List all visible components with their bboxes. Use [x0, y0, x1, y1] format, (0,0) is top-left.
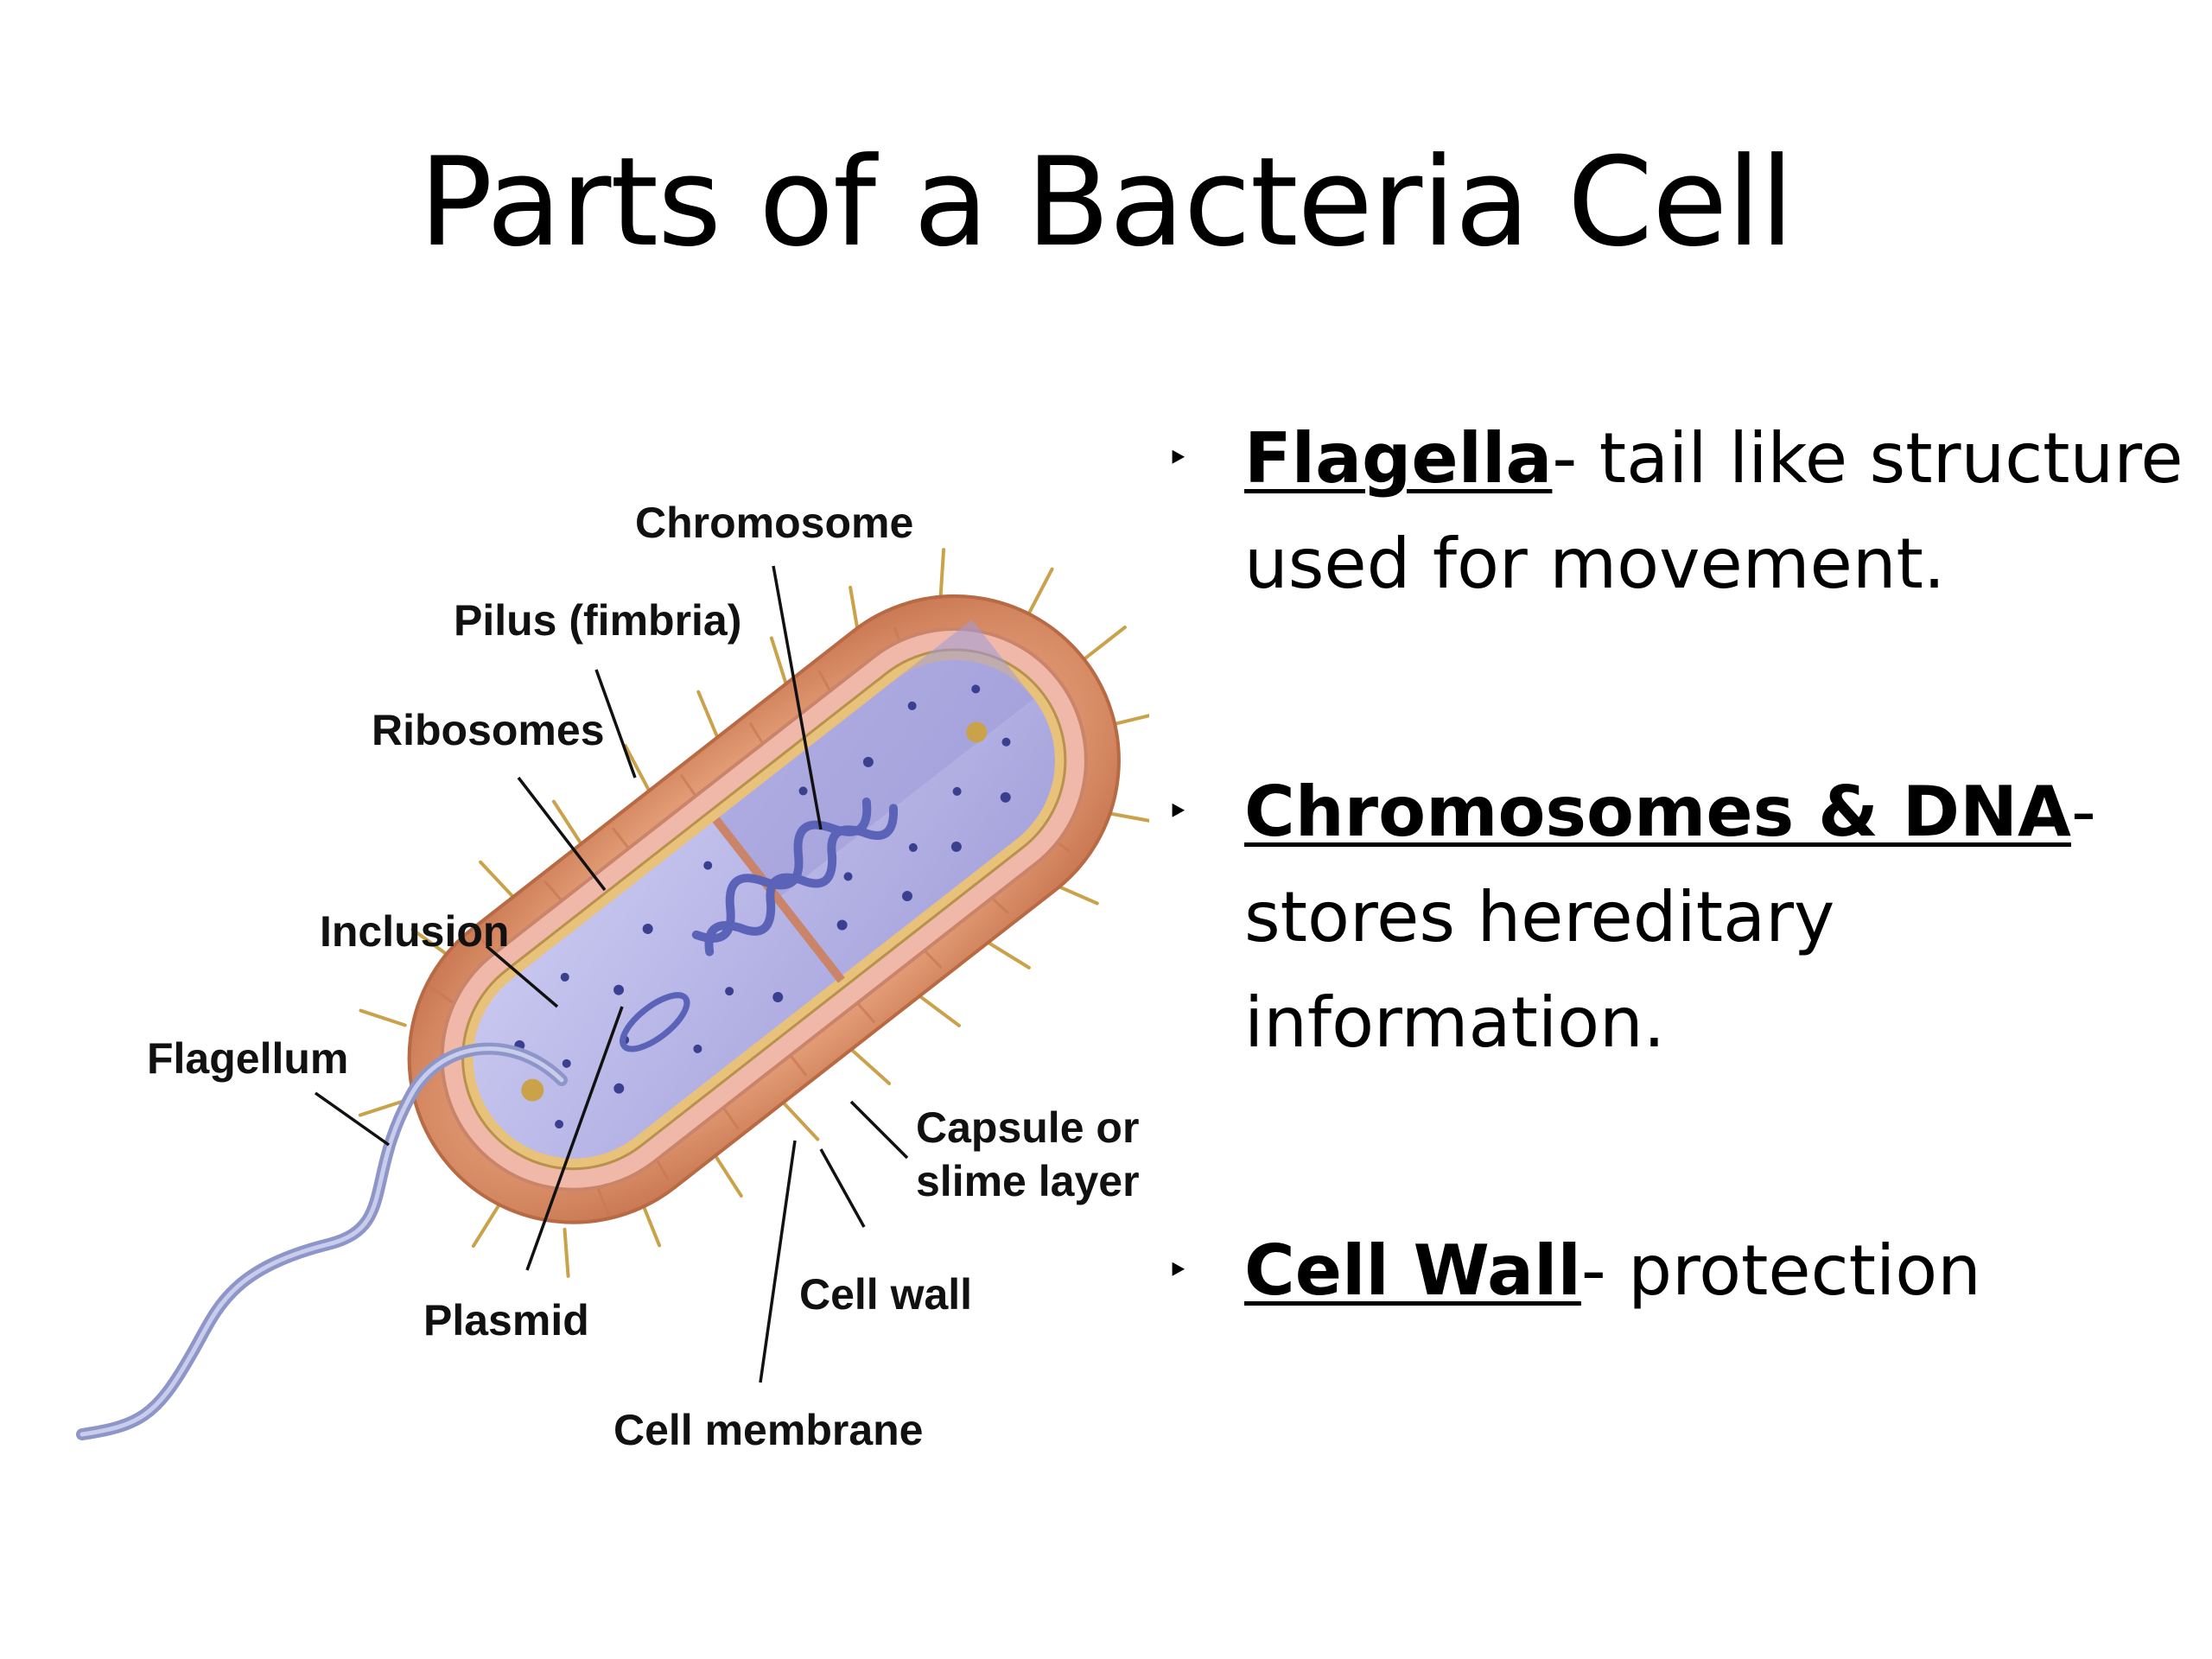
label-cell-wall: Cell wall: [799, 1270, 972, 1319]
label-chromosome: Chromosome: [635, 499, 913, 547]
plasmid-shape: [620, 992, 690, 1052]
bacteria-cell-diagram: Chromosome Pilus (fimbria) Ribosomes Inc…: [76, 499, 1149, 1454]
label-capsule-line1: Capsule or: [916, 1103, 1139, 1152]
label-plasmid: Plasmid: [423, 1296, 589, 1344]
label-pilus: Pilus (fimbria): [454, 596, 741, 645]
bullet-term: Cell Wall: [1244, 1230, 1581, 1311]
label-cell-membrane: Cell membrane: [613, 1406, 923, 1454]
label-flagellum: Flagellum: [147, 1034, 348, 1083]
label-inclusion: Inclusion: [320, 907, 509, 956]
chromosome-shape: [691, 797, 898, 957]
bullet-chromosomes: ‣ Chromosomes & DNA- stores hereditary i…: [1166, 760, 2186, 1076]
bacterium: [358, 548, 1149, 1278]
bullet-text: - protection: [1580, 1230, 1981, 1311]
ribosomes: [514, 684, 1011, 1129]
inclusion-body: [521, 1078, 544, 1102]
slide-title: Parts of a Bacteria Cell: [418, 131, 1795, 274]
bullet-marker-icon: ‣: [1166, 790, 1189, 834]
bullet-list: ‣ Flagella- tail like structure used for…: [1166, 406, 2186, 1324]
leader-lines: [314, 565, 909, 1383]
bullet-term: Chromosomes & DNA: [1244, 772, 2071, 852]
bullet-flagella: ‣ Flagella- tail like structure used for…: [1166, 406, 2186, 617]
label-capsule-line2: slime layer: [916, 1157, 1140, 1205]
cutaway: [715, 620, 1034, 899]
label-ribosomes: Ribosomes: [372, 706, 605, 754]
bullet-term: Flagella: [1244, 418, 1553, 499]
bullet-cell-wall: ‣ Cell Wall- protection: [1166, 1218, 2186, 1324]
bullet-text: - tail like structure used for movement.: [1244, 418, 2183, 604]
pili: [358, 548, 1149, 1278]
bullet-marker-icon: ‣: [1166, 1249, 1189, 1293]
bullet-marker-icon: ‣: [1166, 436, 1189, 480]
bullet-text: - stores hereditary information.: [1244, 772, 2096, 1063]
